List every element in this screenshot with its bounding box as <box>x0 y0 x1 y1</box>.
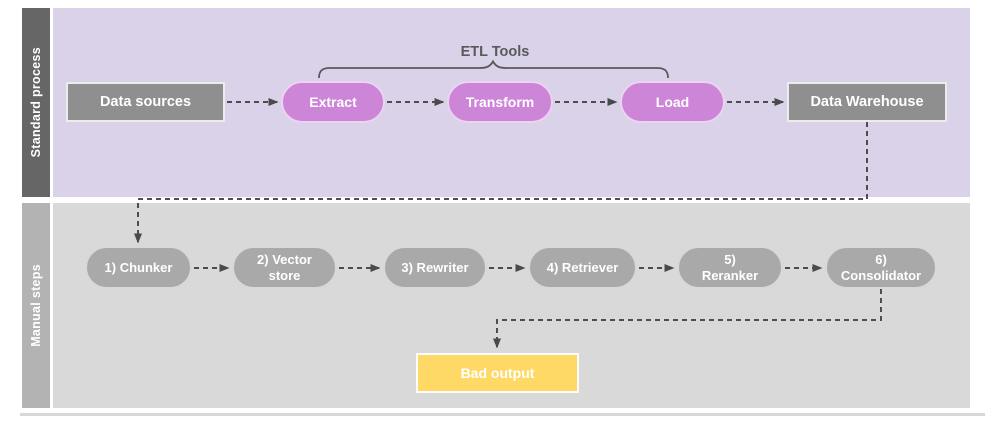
lane-header-standard-process: Standard process <box>22 8 50 197</box>
lane-label-standard-process: Standard process <box>29 47 43 158</box>
node-vector-store: 2) Vector store <box>232 246 337 289</box>
node-reranker: 5) Reranker <box>677 246 783 289</box>
lane-header-manual-steps: Manual steps <box>22 203 50 408</box>
node-consolidator: 6) Consolidator <box>825 246 937 289</box>
node-retriever: 4) Retriever <box>528 246 637 289</box>
node-extract: Extract <box>281 81 385 123</box>
node-chunker: 1) Chunker <box>85 246 192 289</box>
node-bad-output: Bad output <box>416 353 579 393</box>
diagram-bottom-border <box>20 413 985 416</box>
node-transform: Transform <box>447 81 553 123</box>
node-data-sources: Data sources <box>66 82 225 122</box>
node-rewriter: 3) Rewriter <box>383 246 487 289</box>
lane-label-manual-steps: Manual steps <box>29 264 43 347</box>
node-data-warehouse: Data Warehouse <box>787 82 947 122</box>
node-load: Load <box>620 81 725 123</box>
etl-tools-group-label: ETL Tools <box>460 44 530 60</box>
